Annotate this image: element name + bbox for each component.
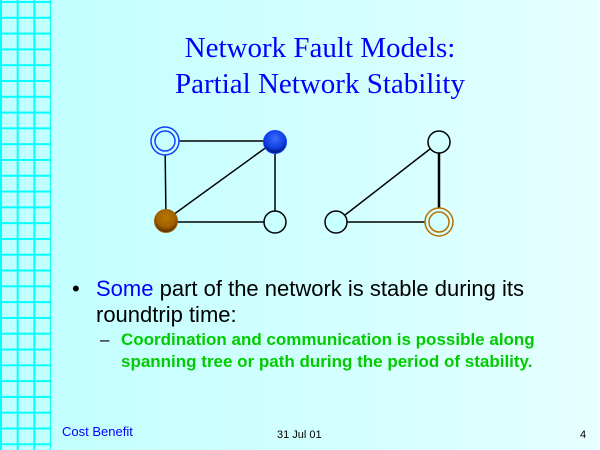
subbullet-dash: – [100, 330, 110, 349]
edge [165, 140, 276, 221]
node-empty [324, 210, 348, 234]
node-brown-double [424, 207, 454, 237]
footer-date: 31 Jul 01 [277, 429, 322, 441]
bullet-highlight: Some [96, 276, 154, 301]
page-number: 4 [580, 429, 587, 441]
title-line-2: Partial Network Stability [175, 68, 465, 100]
subbullet-text: Coordination and communication is possib… [121, 330, 535, 371]
edge [335, 141, 440, 223]
node-blue-filled [263, 130, 287, 154]
title-line-1: Network Fault Models: [184, 32, 456, 64]
bullet-text: part of the network is stable during its… [96, 276, 525, 327]
node-blue-double [150, 126, 180, 156]
bullet-dot: • [72, 276, 80, 301]
grid-decoration [0, 0, 51, 450]
slide-title: Network Fault Models: Partial Network St… [100, 30, 540, 102]
node-empty [263, 210, 287, 234]
node-empty [427, 130, 451, 154]
node-brown-filled [154, 209, 178, 233]
footer-left: Cost Benefit [62, 424, 133, 439]
edges [164, 140, 441, 223]
